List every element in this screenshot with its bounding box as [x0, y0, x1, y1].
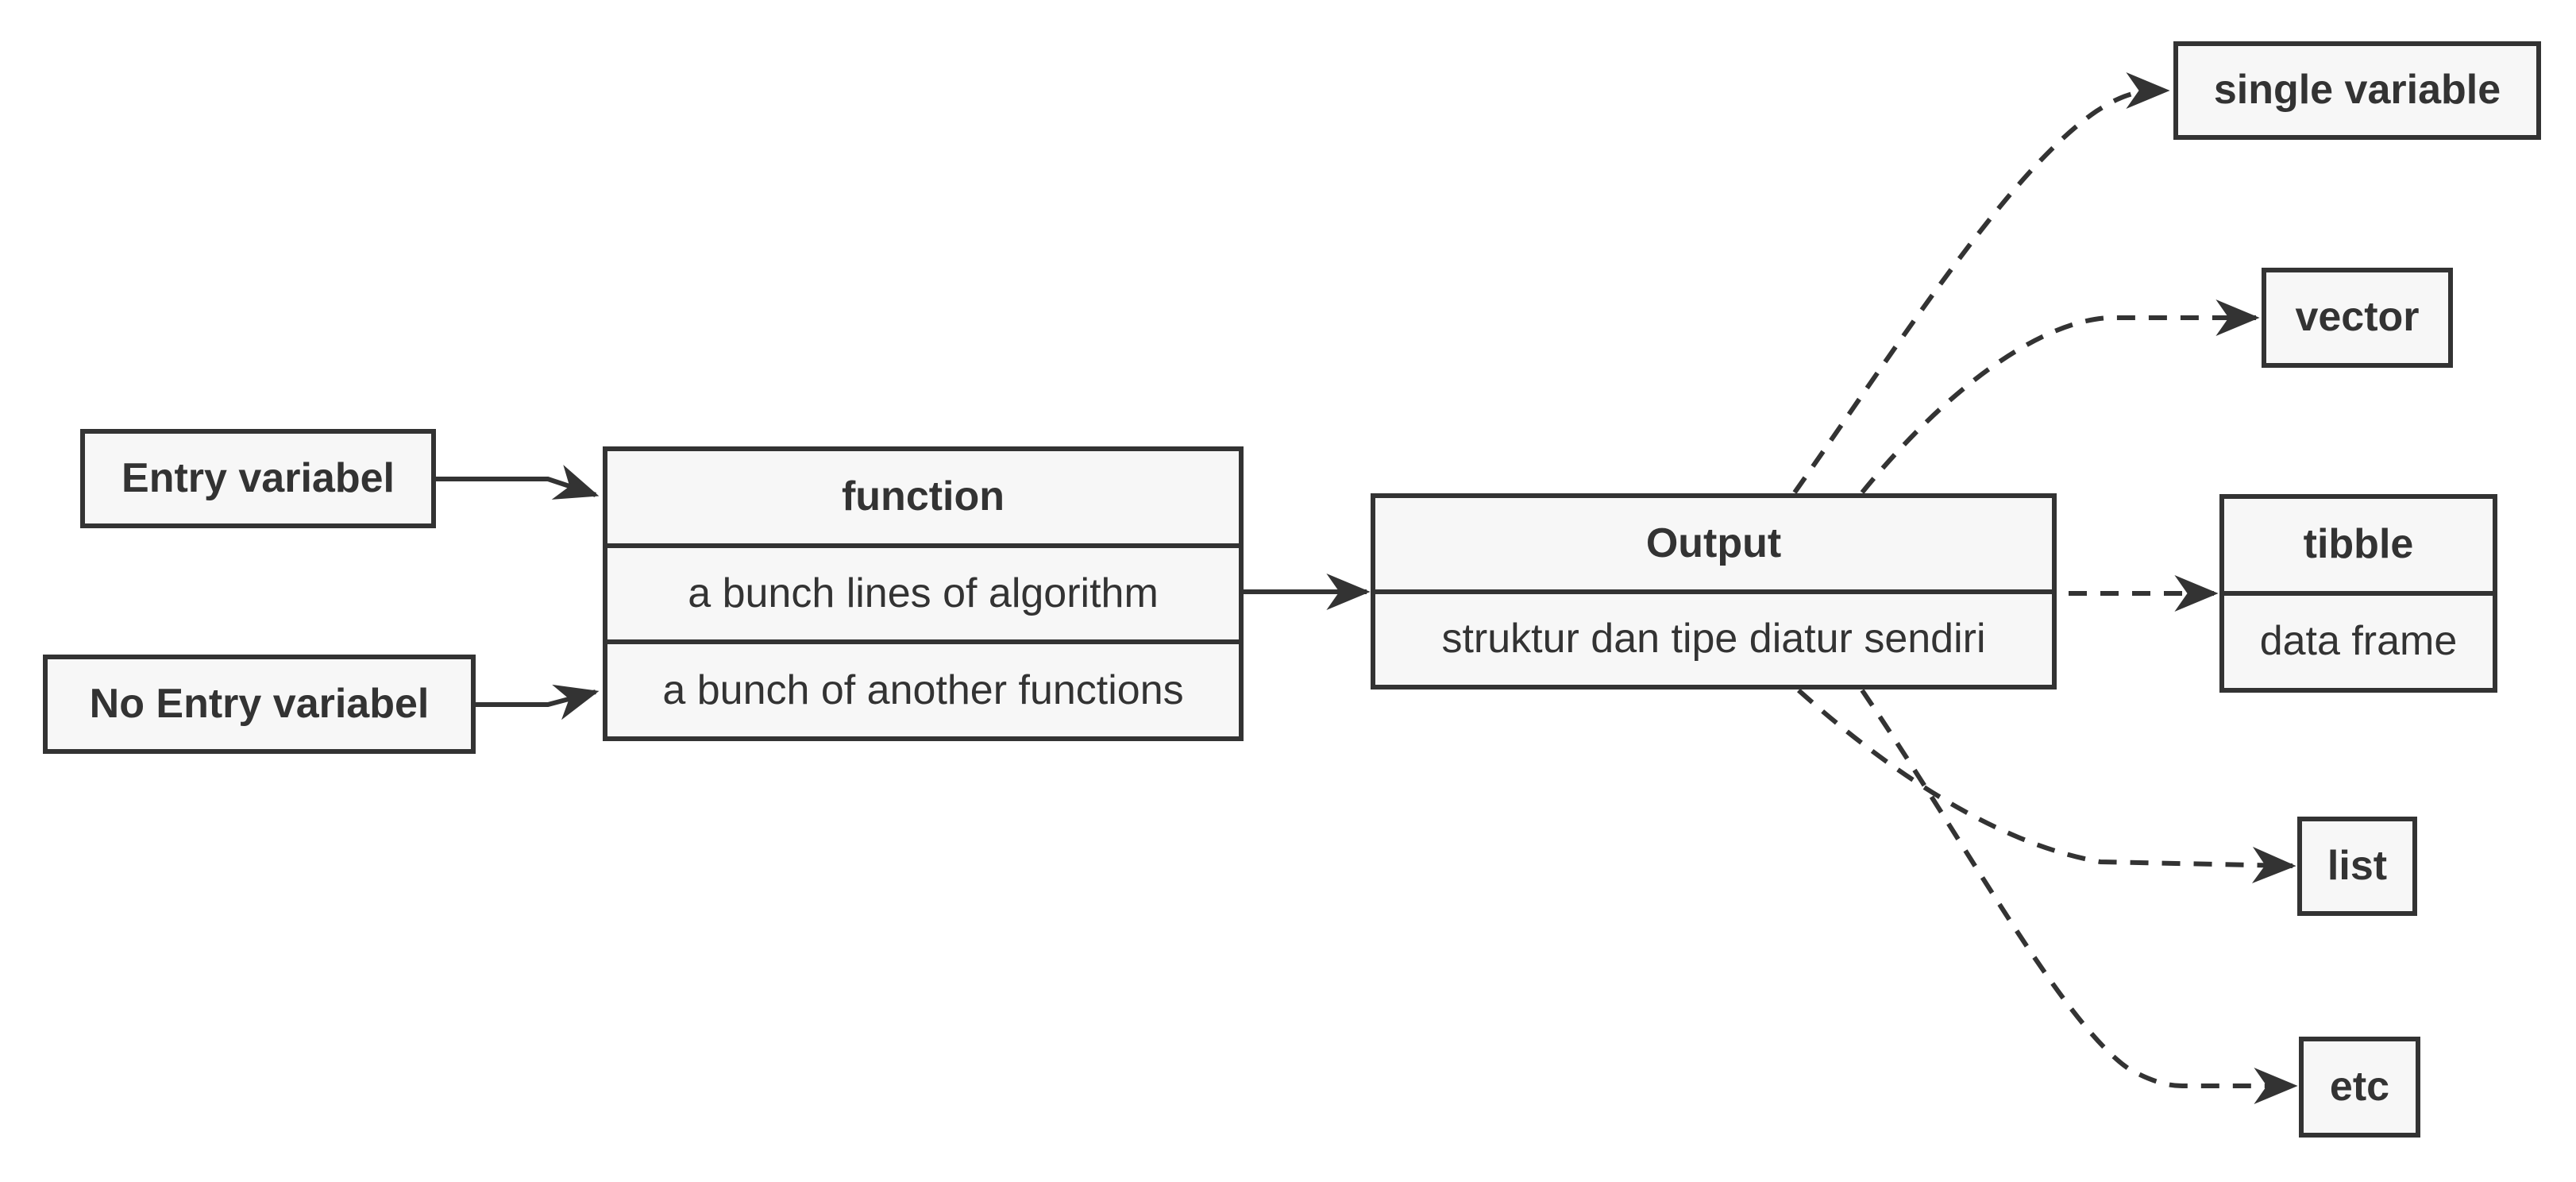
arrow-no-entry-to-function	[476, 684, 600, 720]
function-title: function	[841, 473, 1005, 520]
node-function: function a bunch lines of algorithm a bu…	[603, 446, 1244, 741]
node-output: Output struktur dan tipe diatur sendiri	[1371, 493, 2057, 690]
node-no-entry-variabel: No Entry variabel	[43, 655, 476, 754]
output-row-struktur-label: struktur dan tipe diatur sendiri	[1441, 616, 1986, 662]
arrow-output-to-vector	[1860, 299, 2260, 494]
function-row-algorithm: a bunch lines of algorithm	[607, 543, 1239, 640]
node-vector: vector	[2262, 268, 2453, 368]
function-row-other-functions: a bunch of another functions	[607, 639, 1239, 736]
function-row-algorithm-label: a bunch lines of algorithm	[688, 570, 1159, 616]
output-title: Output	[1645, 520, 1782, 566]
tibble-row-data-frame: data frame	[2224, 591, 2493, 688]
entry-variabel-label: Entry variabel	[121, 454, 395, 501]
etc-label: etc	[2329, 1063, 2390, 1110]
node-entry-variabel: Entry variabel	[80, 429, 436, 528]
arrow-output-to-list	[1796, 688, 2296, 883]
no-entry-variabel-label: No Entry variabel	[89, 680, 430, 727]
tibble-title: tibble	[2303, 521, 2414, 568]
tibble-row-data-frame-label: data frame	[2259, 618, 2458, 665]
node-list: list	[2297, 817, 2417, 916]
node-etc: etc	[2299, 1037, 2420, 1138]
vector-label: vector	[2295, 294, 2420, 341]
list-label: list	[2327, 842, 2388, 889]
function-title-row: function	[607, 451, 1239, 543]
node-single-variable: single variable	[2173, 41, 2541, 140]
arrow-entry-to-function	[436, 465, 600, 500]
function-row-other-functions-label: a bunch of another functions	[662, 666, 1184, 713]
node-tibble: tibble data frame	[2219, 494, 2497, 693]
single-variable-label: single variable	[2213, 67, 2501, 114]
arrow-output-to-single-variable	[1792, 72, 2170, 494]
arrow-output-to-etc	[1860, 689, 2298, 1104]
output-row-struktur: struktur dan tipe diatur sendiri	[1375, 589, 2052, 686]
tibble-title-row: tibble	[2224, 499, 2493, 591]
output-title-row: Output	[1375, 498, 2052, 589]
